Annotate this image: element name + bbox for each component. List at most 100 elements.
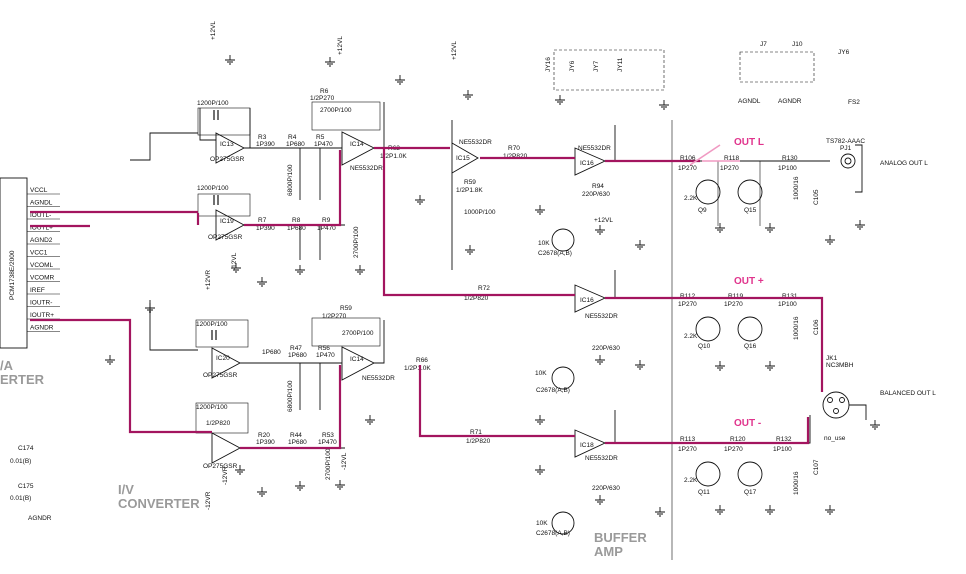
svg-text:2700P/100: 2700P/100 bbox=[320, 107, 352, 114]
svg-text:2700P/100: 2700P/100 bbox=[353, 226, 360, 258]
summing-stage: IC14 NE5532DR IC14 NE5532DR R6 1/2P270 2… bbox=[310, 36, 431, 470]
svg-text:R119: R119 bbox=[728, 293, 743, 300]
svg-text:+12VL: +12VL bbox=[594, 217, 613, 224]
ground-symbol bbox=[715, 223, 725, 233]
svg-text:Q9: Q9 bbox=[698, 207, 707, 214]
output-connectors: TS782-AAAC PJ1 ANALOG OUT L JK1 NC3MBH B… bbox=[822, 138, 936, 442]
ground-symbol bbox=[365, 415, 375, 425]
svg-text:2700P/100: 2700P/100 bbox=[325, 448, 332, 480]
dac-pin-label: VCOMR bbox=[30, 275, 55, 282]
dac-pin-label: AGND2 bbox=[30, 237, 53, 244]
ground-symbol bbox=[463, 90, 473, 100]
svg-text:1/2P820: 1/2P820 bbox=[503, 153, 528, 160]
ic20-part: OP275GSR bbox=[203, 372, 238, 379]
svg-text:1P270: 1P270 bbox=[724, 301, 743, 308]
ground-symbol bbox=[257, 277, 267, 287]
opamp-ic20 bbox=[211, 347, 241, 379]
svg-text:J10: J10 bbox=[792, 41, 803, 48]
svg-text:IC14: IC14 bbox=[350, 356, 364, 363]
dac-pin-label: VCC1 bbox=[30, 250, 48, 257]
ic20b-part: OP275GSR bbox=[203, 463, 238, 470]
svg-text:NE5532DR: NE5532DR bbox=[350, 165, 383, 172]
ground-symbol bbox=[765, 505, 775, 515]
svg-text:R3: R3 bbox=[258, 134, 267, 141]
svg-text:NE5532DR: NE5532DR bbox=[578, 145, 611, 152]
svg-text:1200P/100: 1200P/100 bbox=[197, 100, 229, 107]
ground-symbols bbox=[105, 55, 880, 517]
transistor-q17 bbox=[737, 461, 763, 487]
svg-text:1000/16: 1000/16 bbox=[793, 176, 800, 200]
svg-text:R59: R59 bbox=[464, 179, 476, 186]
svg-text:IC16: IC16 bbox=[580, 160, 594, 167]
svg-text:1P270: 1P270 bbox=[724, 446, 743, 453]
svg-text:1/2P1.8K: 1/2P1.8K bbox=[456, 187, 483, 194]
ic13-part: OP275GSR bbox=[210, 156, 245, 163]
xlr-jack bbox=[822, 391, 850, 419]
svg-text:0.01(B): 0.01(B) bbox=[10, 495, 31, 502]
svg-text:2700P/100: 2700P/100 bbox=[342, 330, 374, 337]
svg-text:R130: R130 bbox=[782, 155, 798, 162]
svg-text:-12VR: -12VR bbox=[222, 466, 229, 485]
svg-text:-12VL: -12VL bbox=[341, 452, 348, 470]
svg-text:NE5532DR: NE5532DR bbox=[362, 375, 395, 382]
ground-symbol bbox=[235, 465, 245, 475]
svg-text:1P470: 1P470 bbox=[316, 352, 335, 359]
buffer-ic15: IC15 NE5532DR R59 1/2P1.8K 1000P/100 +12… bbox=[451, 41, 496, 270]
ground-symbol bbox=[870, 420, 880, 430]
svg-text:no_use: no_use bbox=[824, 435, 846, 442]
svg-text:JY11: JY11 bbox=[617, 57, 624, 72]
svg-text:C2678(A,B): C2678(A,B) bbox=[538, 250, 572, 257]
svg-text:C2678(A,B): C2678(A,B) bbox=[536, 530, 570, 537]
svg-text:1/2P1.0K: 1/2P1.0K bbox=[404, 365, 431, 372]
svg-text:1P680: 1P680 bbox=[262, 349, 281, 356]
svg-text:1200P/100: 1200P/100 bbox=[196, 404, 228, 411]
ground-symbol bbox=[335, 480, 345, 490]
svg-text:R59: R59 bbox=[340, 305, 352, 312]
svg-text:Q16: Q16 bbox=[744, 343, 757, 350]
svg-text:R44: R44 bbox=[290, 432, 302, 439]
svg-text:1P270: 1P270 bbox=[678, 301, 697, 308]
dac-pin-label: AGNDL bbox=[30, 200, 53, 207]
svg-text:R112: R112 bbox=[680, 293, 695, 300]
svg-text:1/2P270: 1/2P270 bbox=[322, 313, 347, 320]
transistor-q-upper bbox=[551, 228, 575, 252]
svg-text:R66: R66 bbox=[416, 357, 428, 364]
svg-text:FS2: FS2 bbox=[848, 99, 860, 106]
ground-symbol bbox=[535, 205, 545, 215]
svg-text:NC3MBH: NC3MBH bbox=[826, 362, 854, 369]
svg-text:220P/630: 220P/630 bbox=[592, 485, 620, 492]
transistor-q11 bbox=[695, 461, 721, 487]
svg-text:Q11: Q11 bbox=[698, 489, 710, 496]
svg-text:C106: C106 bbox=[813, 319, 820, 335]
svg-text:-12VR: -12VR bbox=[205, 491, 212, 510]
transistor-q16 bbox=[737, 316, 763, 342]
ground-symbol bbox=[595, 355, 605, 365]
ground-symbol bbox=[105, 355, 115, 365]
svg-text:C2678(A,B): C2678(A,B) bbox=[536, 387, 570, 394]
svg-text:10K: 10K bbox=[538, 240, 550, 247]
rca-jack bbox=[840, 153, 856, 169]
svg-text:NE5532DR: NE5532DR bbox=[459, 139, 492, 146]
ground-symbol bbox=[765, 361, 775, 371]
ground-symbol bbox=[325, 57, 335, 67]
dac-part-label: PCM1738E/2000 bbox=[9, 250, 16, 300]
svg-text:1P100: 1P100 bbox=[778, 301, 797, 308]
svg-text:NE5532DR: NE5532DR bbox=[585, 313, 618, 320]
svg-text:AGNDR: AGNDR bbox=[778, 98, 802, 105]
opamp-ic16 bbox=[574, 147, 607, 176]
svg-text:AGNDR: AGNDR bbox=[28, 515, 52, 522]
svg-text:1200P/100: 1200P/100 bbox=[197, 185, 229, 192]
svg-text:PJ1: PJ1 bbox=[840, 145, 852, 152]
ground-symbol bbox=[635, 360, 645, 370]
svg-text:1P390: 1P390 bbox=[256, 225, 275, 232]
svg-text:R9: R9 bbox=[322, 217, 331, 224]
ground-symbol bbox=[825, 235, 835, 245]
svg-text:1/2P820: 1/2P820 bbox=[464, 295, 489, 302]
opamp-ic20b bbox=[211, 432, 241, 464]
ground-symbol bbox=[295, 265, 305, 275]
opamp-ic14b bbox=[341, 346, 375, 381]
